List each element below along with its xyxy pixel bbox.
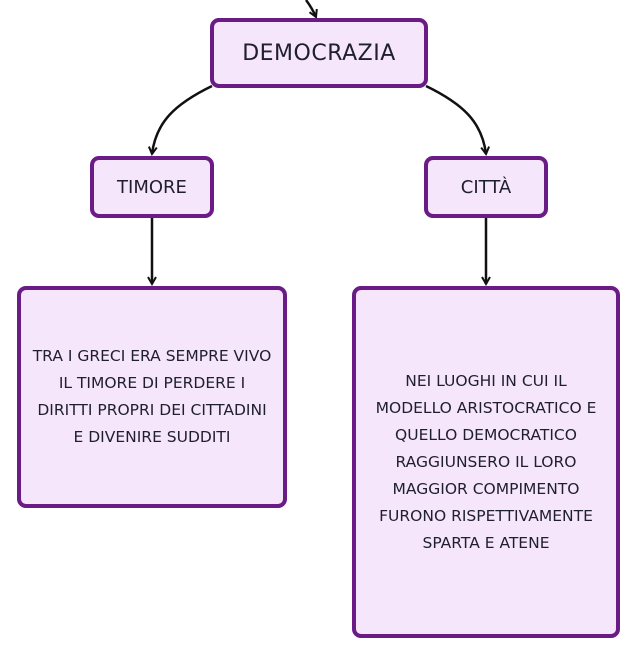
timore-description-text: TRA I GRECI ERA SEMPRE VIVO IL TIMORE DI… [32, 347, 272, 446]
node-citta-description[interactable]: NEI LUOGHI IN CUI IL MODELLO ARISTOCRATI… [352, 286, 620, 638]
node-timore-label: TIMORE [117, 176, 187, 198]
node-timore-description[interactable]: TRA I GRECI ERA SEMPRE VIVO IL TIMORE DI… [17, 286, 287, 508]
arrow-root-to-timore [152, 84, 213, 154]
arrow-root-to-citta [425, 84, 486, 154]
node-democrazia-label: DEMOCRAZIA [242, 40, 396, 66]
incoming-arrow [304, 0, 316, 17]
node-democrazia[interactable]: DEMOCRAZIA [210, 18, 428, 88]
node-citta-label: CITTÀ [460, 176, 512, 198]
citta-description-text: NEI LUOGHI IN CUI IL MODELLO ARISTOCRATI… [375, 371, 597, 552]
node-citta[interactable]: CITTÀ [424, 156, 548, 218]
node-timore[interactable]: TIMORE [90, 156, 214, 218]
